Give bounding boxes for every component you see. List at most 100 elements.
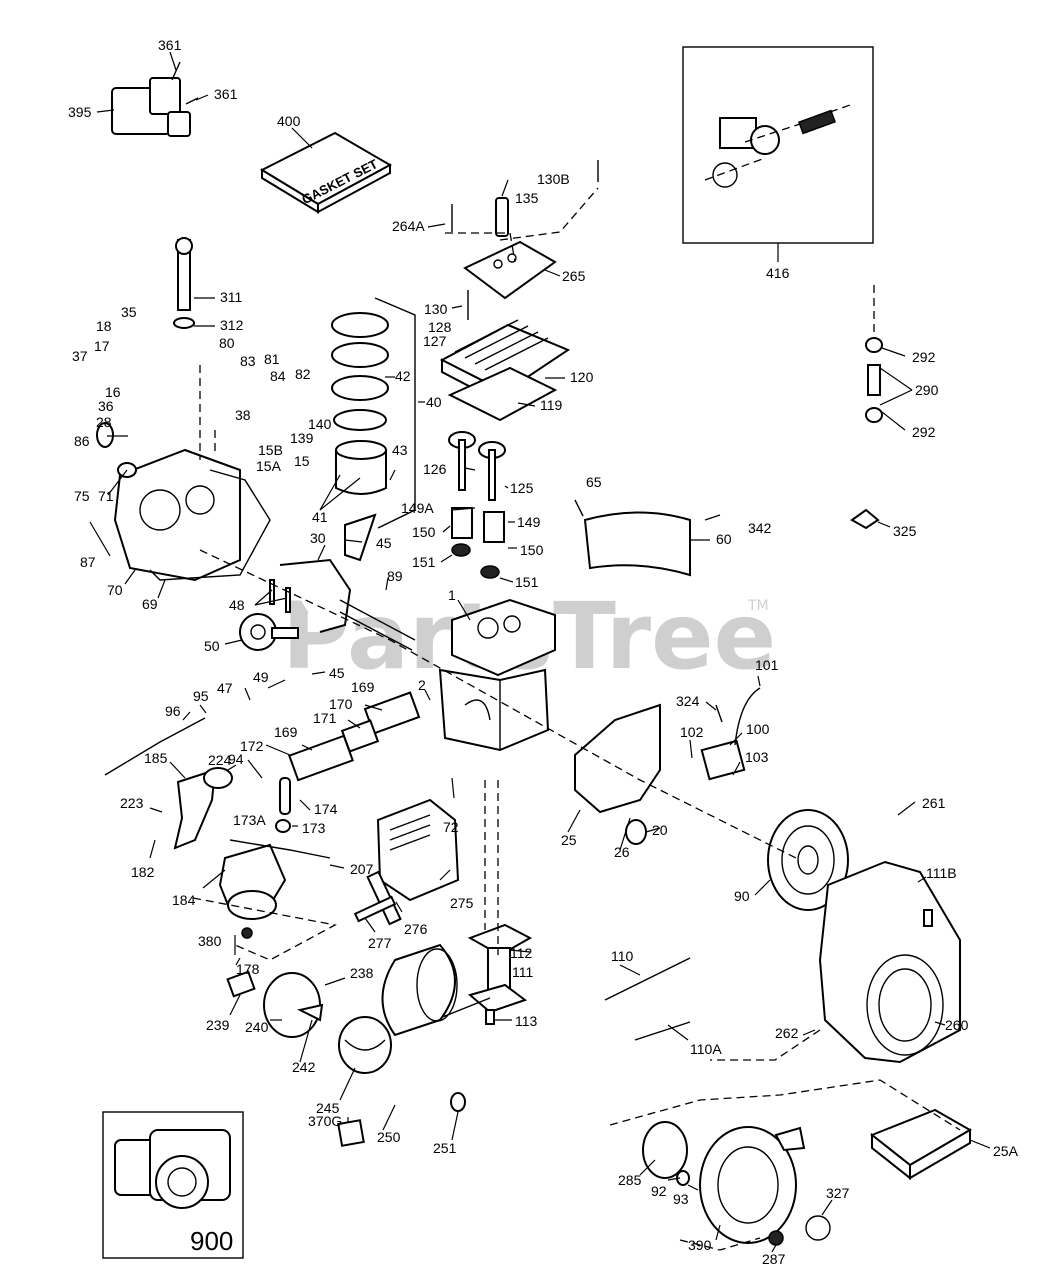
- part-label-135: 135: [515, 190, 539, 206]
- part-label-169: 169: [351, 679, 375, 695]
- part-label-130: 130: [424, 301, 448, 317]
- part-label-26: 26: [614, 844, 630, 860]
- part-label-25a: 25A: [993, 1143, 1019, 1159]
- part-label-169-b: 169: [274, 724, 298, 740]
- part-label-43: 43: [392, 442, 408, 458]
- assembly-guide-lines: [192, 187, 961, 1251]
- part-label-25: 25: [561, 832, 577, 848]
- part-label-128: 128: [428, 319, 452, 335]
- part-label-265: 265: [562, 268, 586, 284]
- clip-icon: [850, 508, 880, 530]
- part-label-94: 94: [228, 751, 244, 767]
- part-label-42: 42: [395, 368, 411, 384]
- part-label-327: 327: [826, 1185, 850, 1201]
- leader-lines: [89, 51, 991, 1253]
- backplate-icon: [574, 703, 661, 845]
- part-label-185: 185: [144, 750, 168, 766]
- part-label-102: 102: [680, 724, 704, 740]
- part-label-20: 20: [652, 822, 668, 838]
- part-label-17: 17: [94, 338, 110, 354]
- piston-rings-icon: [331, 297, 416, 529]
- governor-link-icon: [104, 717, 331, 859]
- part-label-110a: 110A: [690, 1041, 722, 1057]
- part-label-38: 38: [235, 407, 251, 423]
- part-label-65: 65: [586, 474, 602, 490]
- part-label-240: 240: [245, 1019, 269, 1035]
- part-label-70: 70: [107, 582, 123, 598]
- part-label-92: 92: [651, 1183, 667, 1199]
- part-label-150: 150: [412, 524, 436, 540]
- part-label-174: 174: [314, 801, 338, 817]
- part-label-170: 170: [329, 696, 353, 712]
- dipstick-icon: [173, 237, 195, 329]
- spark-plug-icon: [451, 160, 599, 300]
- engine-block-icon: [438, 598, 556, 752]
- part-label-36: 36: [98, 398, 114, 414]
- part-label-223: 223: [120, 795, 144, 811]
- part-label-103: 103: [745, 749, 769, 765]
- part-label-72: 72: [443, 819, 459, 835]
- part-label-96: 96: [165, 703, 181, 719]
- part-label-416: 416: [766, 265, 790, 281]
- part-label-251: 251: [433, 1140, 457, 1156]
- part-label-140: 140: [308, 416, 332, 432]
- tray-icon: [870, 1108, 972, 1181]
- part-label-275: 275: [450, 895, 474, 911]
- recoil-starter-icon: [642, 1121, 831, 1246]
- part-label-110: 110: [611, 948, 634, 964]
- part-label-18: 18: [96, 318, 112, 334]
- valves-icon: [448, 431, 506, 579]
- part-label-292-b: 292: [912, 424, 936, 440]
- cylinder-head-icon: [439, 290, 571, 422]
- part-label-45: 45: [376, 535, 392, 551]
- part-label-35: 35: [121, 304, 137, 320]
- part-label-93: 93: [673, 1191, 689, 1207]
- fuel-line-icon: [865, 285, 883, 423]
- oil-drain-icon: [429, 923, 533, 1025]
- part-label-80: 80: [219, 335, 235, 351]
- part-label-312: 312: [220, 317, 244, 333]
- part-label-149: 149: [517, 514, 541, 530]
- part-label-250: 250: [377, 1129, 401, 1145]
- part-label-239: 239: [206, 1017, 230, 1033]
- part-label-380: 380: [198, 933, 222, 949]
- air-cleaner-icon: [226, 943, 466, 1147]
- part-label-87: 87: [80, 554, 96, 570]
- part-label-324: 324: [676, 693, 700, 709]
- part-label-90: 90: [734, 888, 750, 904]
- breather-assembly-icon: [275, 691, 421, 833]
- part-label-900: 900: [190, 1226, 233, 1256]
- part-label-37: 37: [72, 348, 88, 364]
- blower-housing-icon: [818, 860, 961, 1064]
- part-label-120: 120: [570, 369, 594, 385]
- part-label-81: 81: [264, 351, 280, 367]
- part-label-1: 1: [448, 587, 456, 603]
- part-label-15: 15: [294, 453, 310, 469]
- inset-box-900: [102, 1111, 244, 1259]
- part-label-15a: 15A: [256, 458, 282, 474]
- part-label-50: 50: [204, 638, 220, 654]
- crankshaft-icon: [279, 513, 416, 651]
- part-label-149a: 149A: [401, 500, 434, 516]
- inset-illustration-icon: [704, 104, 851, 188]
- part-label-113: 113: [515, 1013, 538, 1029]
- part-label-83: 83: [240, 353, 256, 369]
- part-label-182: 182: [131, 864, 155, 880]
- part-label-82: 82: [295, 366, 311, 382]
- part-label-370g: 370G: [308, 1113, 342, 1129]
- part-label-30: 30: [310, 530, 326, 546]
- part-label-71: 71: [98, 488, 114, 504]
- part-label-285: 285: [618, 1172, 642, 1188]
- ignition-module-icon: [700, 687, 761, 781]
- part-label-171: 171: [313, 710, 337, 726]
- part-label-151-b: 151: [515, 574, 539, 590]
- part-label-111: 111: [512, 964, 533, 980]
- part-label-16: 16: [105, 384, 121, 400]
- part-label-84: 84: [270, 368, 286, 384]
- part-label-262: 262: [775, 1025, 799, 1041]
- part-label-277: 277: [368, 935, 392, 951]
- part-label-342: 342: [748, 520, 772, 536]
- part-label-361-b: 361: [214, 86, 238, 102]
